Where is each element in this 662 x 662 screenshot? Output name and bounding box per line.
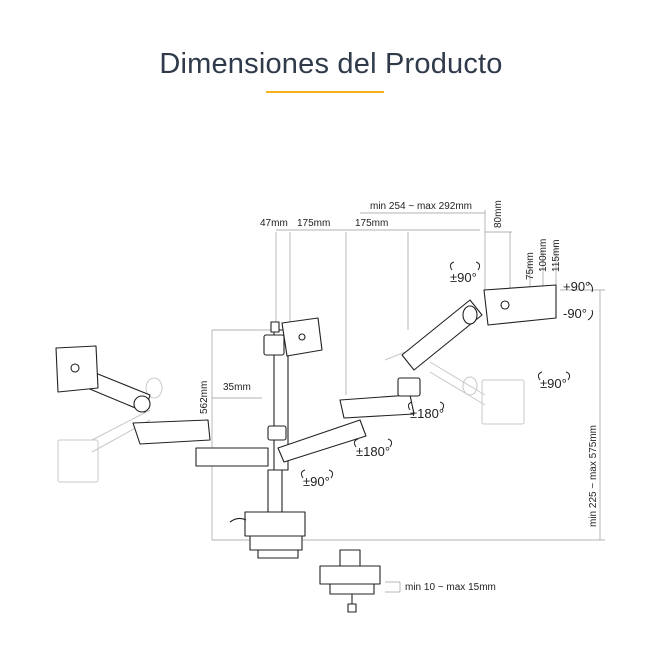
label-vertical-range: min 225 ~ max 575mm <box>588 425 599 527</box>
arc-swivel-head-right <box>475 261 481 271</box>
arc-tilt-down <box>587 309 593 321</box>
label-tilt-down: -90° <box>563 306 587 321</box>
label-swivel-head-2: ±90° <box>540 376 567 391</box>
lower-left-arm <box>195 447 269 467</box>
arc-tilt-up <box>587 281 593 293</box>
middle-right-arm <box>339 394 415 419</box>
right-vesa-plate <box>483 284 557 326</box>
rotation-labels: +90° -90° ±90° ±90° ±180° ±180° ±90° <box>303 270 590 489</box>
label-pole-height: 562mm <box>199 381 210 414</box>
dimension-lines <box>211 210 605 593</box>
label-pole-diameter: 35mm <box>223 382 251 393</box>
ghost-left-plate <box>57 439 99 483</box>
left-vesa-plate <box>55 345 99 393</box>
lower-right-arm <box>277 419 367 463</box>
label-swivel-head: ±90° <box>450 270 477 285</box>
label-vesa-100: 100mm <box>538 239 549 272</box>
ghost-right-plate <box>481 379 525 425</box>
label-vesa-75: 75mm <box>525 252 536 280</box>
label-vesa-offset: 80mm <box>493 200 504 228</box>
label-arm-segment-1: 175mm <box>297 218 330 229</box>
pole-lower <box>267 469 283 513</box>
title-underline <box>266 91 384 93</box>
pole-top-joint <box>263 334 285 356</box>
label-swivel-arm-lower: ±180° <box>356 444 390 459</box>
label-desk-thickness: min 10 ~ max 15mm <box>405 582 496 593</box>
label-arm-extension: min 254 ~ max 292mm <box>370 201 472 212</box>
page-title: Dimensiones del Producto <box>159 48 503 80</box>
label-swivel-base: ±90° <box>303 474 330 489</box>
arc-swivel-head-left <box>449 261 455 271</box>
upper-right-arm <box>401 299 483 371</box>
ghost-positions <box>57 349 525 483</box>
label-arm-segment-2: 175mm <box>355 218 388 229</box>
label-swivel-arm-upper: ±180° <box>410 406 444 421</box>
dimension-labels: 47mm 175mm 175mm min 254 ~ max 292mm 80m… <box>199 200 599 593</box>
upper-left-arm <box>132 419 211 445</box>
grommet-mount <box>319 565 381 585</box>
clamp-body <box>244 511 306 537</box>
monitor-arm <box>55 284 557 613</box>
center-vesa-plate <box>281 317 323 357</box>
label-tilt-up: +90° <box>563 279 590 294</box>
label-vesa-115: 115mm <box>551 239 562 272</box>
rotation-arrows <box>300 261 593 479</box>
pole-collar <box>267 425 287 441</box>
label-pole-offset: 47mm <box>260 218 288 229</box>
